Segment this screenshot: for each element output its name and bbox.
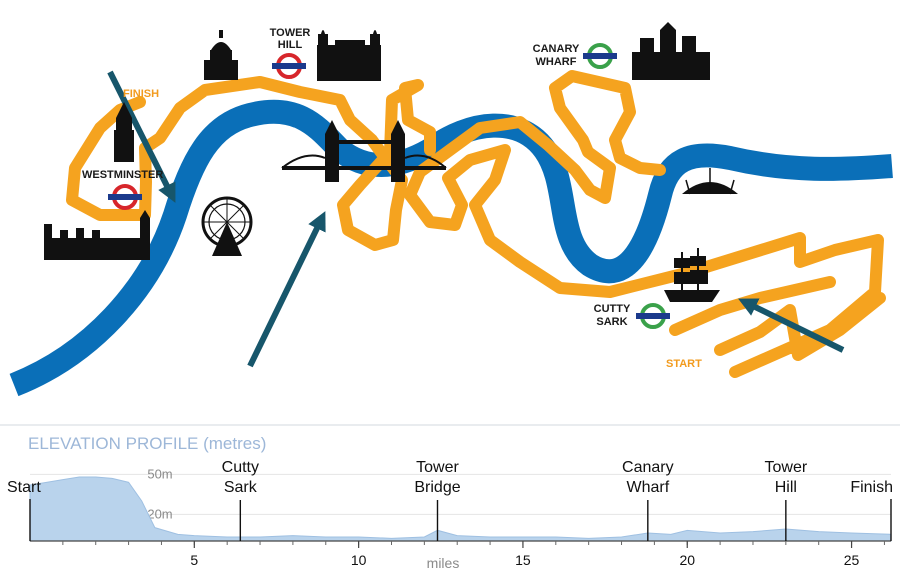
elevation-area — [29, 476, 892, 542]
marker-label-4-line1: Tower — [764, 459, 807, 476]
marker-label-2-line2: Bridge — [414, 479, 460, 496]
big-ben-icon — [114, 102, 134, 162]
westminster-label: WESTMINSTER — [82, 169, 163, 181]
o2-arena-icon — [682, 168, 738, 195]
marker-label-3-line1: Canary — [622, 459, 674, 476]
grid-label-50m: 50m — [147, 466, 172, 481]
grid-label-20m: 20m — [147, 506, 172, 521]
tick-label-5: 5 — [190, 552, 198, 568]
marker-label-3-line2: Wharf — [626, 479, 669, 496]
direction-arrow-start — [738, 298, 845, 353]
finish-label: FINISH — [123, 88, 159, 100]
marker-label-5: Finish — [850, 479, 893, 496]
start-label: START — [666, 358, 702, 370]
marker-label-4-line2: Hill — [775, 479, 797, 496]
tick-label-20: 20 — [679, 552, 695, 568]
st-pauls-cathedral-icon — [204, 30, 238, 80]
marker-label-1-line1: Cutty — [222, 459, 259, 476]
cutty-sark-label-1: CUTTY — [594, 303, 631, 315]
tick-label-25: 25 — [844, 552, 860, 568]
canary-wharf-label-1: CANARY — [533, 43, 580, 55]
marker-label-0: Start — [7, 479, 41, 496]
tick-label-15: 15 — [515, 552, 531, 568]
canary-wharf-roundel — [583, 43, 617, 69]
x-axis-label: miles — [427, 555, 460, 571]
houses-of-parliament-icon — [44, 210, 150, 260]
direction-arrow-centre — [247, 211, 326, 368]
cutty-sark-roundel — [636, 303, 670, 329]
marker-label-1-line2: Sark — [224, 479, 258, 496]
canary-wharf-skyline-icon — [632, 22, 710, 80]
tower-hill-label-2: HILL — [278, 39, 303, 51]
tower-of-london-icon — [317, 30, 381, 81]
cutty-sark-label-2: SARK — [596, 316, 627, 328]
westminster-roundel — [108, 184, 142, 210]
cutty-sark-ship-icon — [664, 248, 720, 302]
elevation-profile-title: ELEVATION PROFILE (metres) — [28, 434, 266, 453]
tick-label-10: 10 — [351, 552, 367, 568]
direction-arrow-finish — [107, 70, 176, 203]
tower-hill-label-1: TOWER — [270, 27, 311, 39]
canary-wharf-label-2: WHARF — [536, 56, 577, 68]
marker-label-2-line1: Tower — [416, 459, 459, 476]
tower-bridge-icon — [281, 120, 447, 182]
london-eye-icon — [201, 196, 253, 256]
underground-roundel-icon — [272, 53, 306, 79]
